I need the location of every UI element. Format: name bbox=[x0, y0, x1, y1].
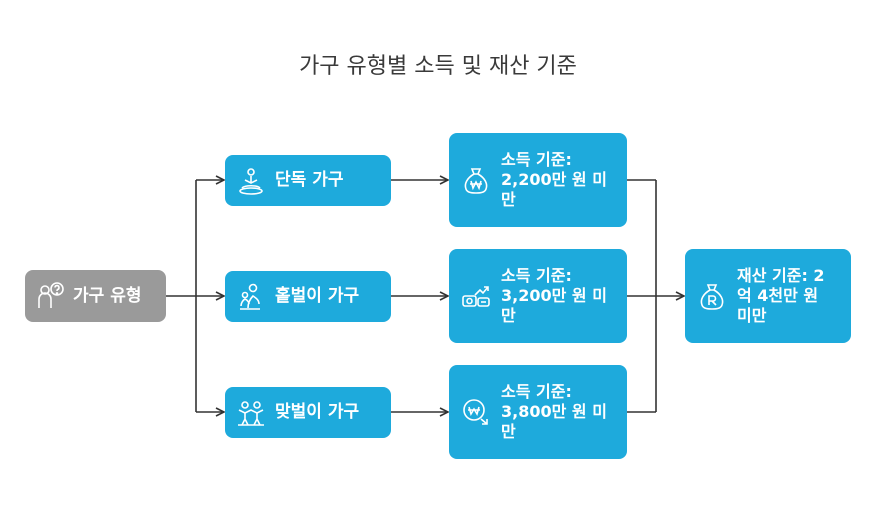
income-label-line3: 만 bbox=[501, 306, 516, 325]
two-people-icon bbox=[235, 397, 267, 429]
diagram-title: 가구 유형별 소득 및 재산 기준 bbox=[299, 54, 577, 79]
household-node-dual-earner: 맞벌이 가구 bbox=[225, 387, 391, 438]
asset-label-line3: 미만 bbox=[737, 306, 767, 325]
income-label-line2: 3,200만 원 미 bbox=[501, 286, 607, 305]
won-coin-arrow-icon bbox=[459, 395, 493, 429]
income-label-line3: 만 bbox=[501, 190, 516, 209]
income-node-dual-earner: 소득 기준: 3,800만 원 미 만 bbox=[449, 365, 627, 459]
won-money-bag-icon bbox=[459, 163, 493, 197]
person-with-child-icon bbox=[235, 281, 267, 313]
household-node-single-earner: 홑벌이 가구 bbox=[225, 271, 391, 322]
asset-label-line2: 억 4천만 원 bbox=[737, 286, 819, 305]
money-bag-r-icon bbox=[695, 279, 729, 313]
income-label-line1: 소득 기준: bbox=[501, 150, 572, 169]
income-label-line2: 3,800만 원 미 bbox=[501, 402, 607, 421]
household-label: 홑벌이 가구 bbox=[275, 286, 360, 306]
household-label: 단독 가구 bbox=[275, 170, 344, 190]
asset-node: 재산 기준: 2 억 4천만 원 미만 bbox=[685, 249, 851, 343]
root-node-household-type: 가구 유형 bbox=[25, 270, 166, 322]
money-growth-icon bbox=[459, 279, 493, 313]
asset-label-line1: 재산 기준: 2 bbox=[737, 266, 825, 285]
income-label-line3: 만 bbox=[501, 422, 516, 441]
income-label-line1: 소득 기준: bbox=[501, 266, 572, 285]
person-question-icon bbox=[35, 280, 67, 312]
household-label: 맞벌이 가구 bbox=[275, 402, 360, 422]
root-label: 가구 유형 bbox=[73, 285, 142, 306]
household-node-single: 단독 가구 bbox=[225, 155, 391, 206]
income-label-line1: 소득 기준: bbox=[501, 382, 572, 401]
meditating-person-icon bbox=[235, 165, 267, 197]
income-label-line2: 2,200만 원 미 bbox=[501, 170, 607, 189]
income-node-single-earner: 소득 기준: 3,200만 원 미 만 bbox=[449, 249, 627, 343]
income-node-single: 소득 기준: 2,200만 원 미 만 bbox=[449, 133, 627, 227]
